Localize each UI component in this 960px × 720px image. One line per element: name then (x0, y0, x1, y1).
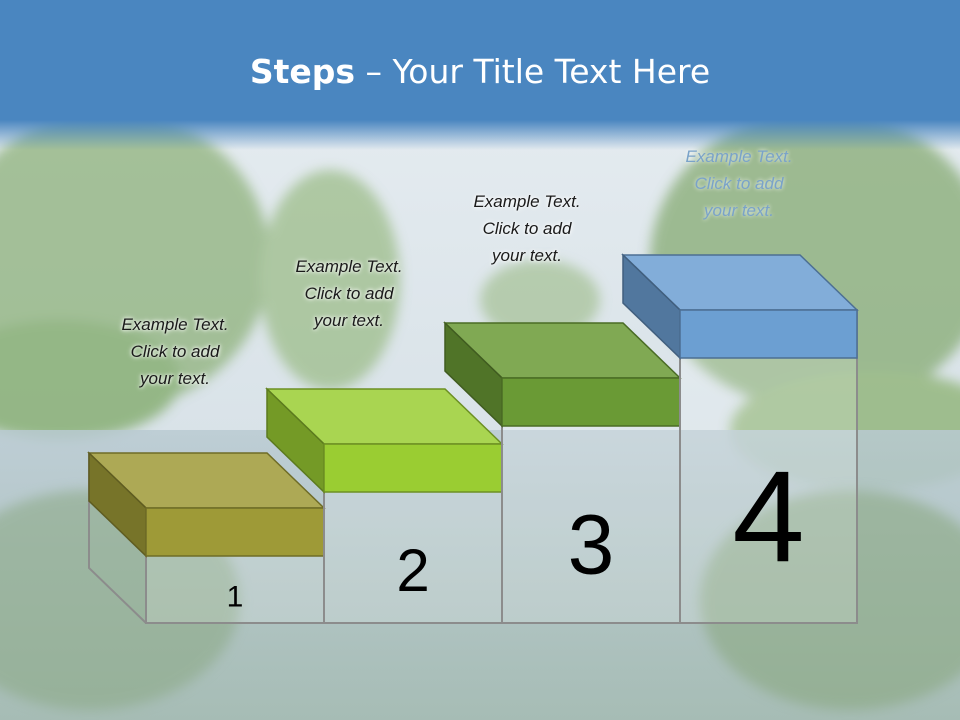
step-4-caption-line: your text. (704, 201, 774, 220)
step-2-cap-front (323, 443, 503, 493)
step-3-caption[interactable]: Example Text. Click to add your text. (442, 188, 612, 269)
step-1-caption-line: Example Text. (121, 315, 229, 334)
step-1-caption[interactable]: Example Text. Click to add your text. (90, 311, 260, 392)
step-1-caption-line: your text. (140, 369, 210, 388)
step-3-cap-front (501, 377, 681, 427)
step-4-caption-line: Click to add (694, 174, 784, 193)
step-4-number: 4 (732, 443, 804, 589)
step-3-number: 3 (568, 497, 615, 591)
step-2-caption[interactable]: Example Text. Click to add your text. (264, 253, 434, 334)
slide-title[interactable]: Steps – Your Title Text Here (0, 52, 960, 91)
title-rest: – Your Title Text Here (355, 52, 711, 91)
title-bold: Steps (249, 52, 356, 91)
step-4-caption-line: Example Text. (685, 147, 793, 166)
step-3-caption-line: your text. (492, 246, 562, 265)
step-1-number: 1 (227, 581, 244, 614)
step-3-caption-line: Click to add (482, 219, 572, 238)
title-bar (0, 0, 960, 150)
step-2-caption-line: Example Text. (295, 257, 403, 276)
step-2-number: 2 (396, 537, 429, 604)
step-4-column (679, 309, 858, 624)
step-1-cap-front (145, 507, 325, 557)
step-2-caption-line: your text. (314, 311, 384, 330)
step-4-cap-front (679, 309, 858, 359)
step-2-caption-line: Click to add (304, 284, 394, 303)
step-1-caption-line: Click to add (130, 342, 220, 361)
step-3-caption-line: Example Text. (473, 192, 581, 211)
step-4-caption[interactable]: Example Text. Click to add your text. (654, 143, 824, 224)
